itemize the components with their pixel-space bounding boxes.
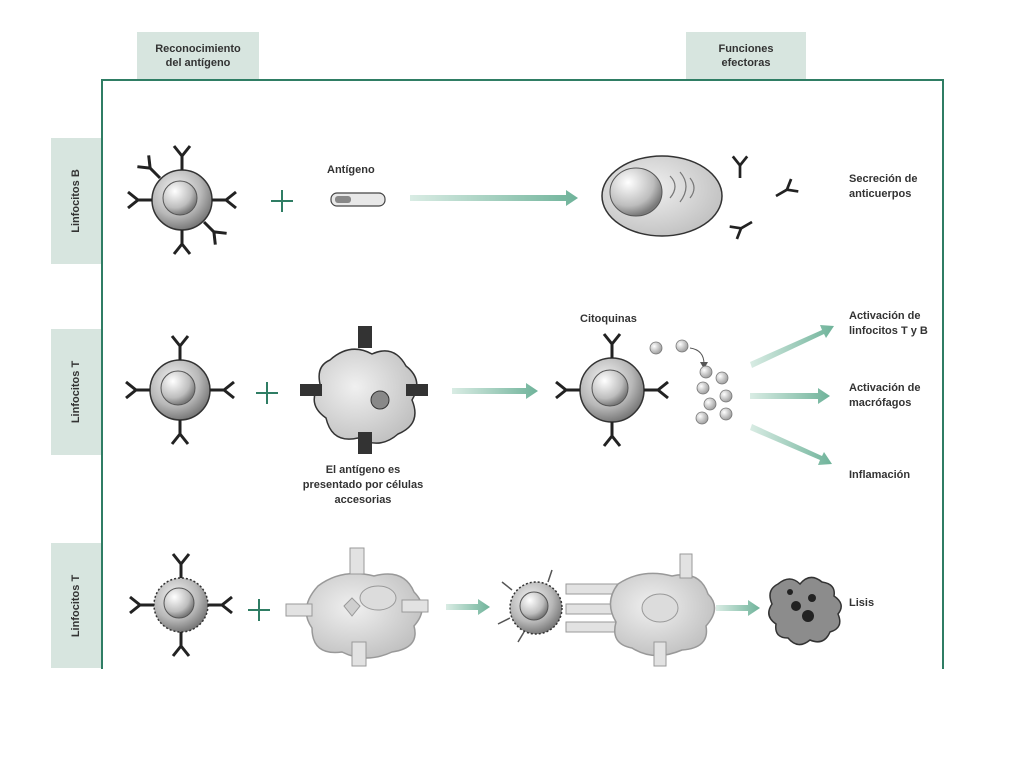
t-cell-row3 bbox=[128, 552, 234, 658]
antigen-icon bbox=[330, 192, 386, 207]
diagram-frame bbox=[101, 79, 944, 669]
t-cell-row2 bbox=[124, 334, 236, 446]
t-cell-activated bbox=[554, 332, 670, 448]
arrow-row2-mid bbox=[750, 388, 830, 404]
plus-sign-row3 bbox=[248, 599, 270, 621]
header-effector-functions: Funciones efectoras bbox=[686, 32, 806, 80]
label-inflammation: Inflamación bbox=[849, 469, 911, 481]
arrow-row2-up bbox=[750, 325, 834, 368]
label-antibody-secretion-line2: anticuerpos bbox=[849, 188, 912, 200]
label-antigen-presented-line3: accesorias bbox=[334, 494, 392, 506]
ctl-target-conjugate bbox=[497, 553, 716, 667]
accessory-cell bbox=[300, 326, 428, 454]
plus-sign-row1 bbox=[271, 190, 293, 212]
header-effector-functions-line1: Funciones bbox=[718, 43, 774, 55]
label-lymphocyte-activation: Activación de linfocitos T y B bbox=[849, 309, 928, 339]
label-antigen-presented: El antígeno es presentado por células ac… bbox=[278, 463, 448, 508]
b-cell bbox=[126, 144, 238, 256]
arrow-row3-1 bbox=[446, 599, 490, 615]
arrow-row2 bbox=[452, 383, 538, 399]
label-antibody-secretion-line1: Secreción de bbox=[849, 173, 918, 185]
row-label-t-lymphocytes-cytotoxic: Linfocitos T bbox=[51, 543, 101, 668]
plasma-cell bbox=[601, 155, 723, 237]
header-antigen-recognition: Reconocimiento del antígeno bbox=[137, 32, 259, 80]
label-macrophage-activation-line1: Activación de bbox=[849, 382, 921, 394]
arrow-row3-2 bbox=[716, 600, 760, 616]
plus-sign-row2 bbox=[256, 382, 278, 404]
secreted-antibodies bbox=[728, 155, 800, 241]
row-label-b-lymphocytes: Linfocitos B bbox=[51, 138, 101, 264]
label-antigen-presented-line1: El antígeno es bbox=[325, 464, 401, 476]
label-lymphocyte-activation-line1: Activación de bbox=[849, 310, 921, 322]
label-macrophage-activation: Activación de macrófagos bbox=[849, 381, 921, 411]
arrow-row1 bbox=[410, 190, 578, 206]
row-label-t-lymphocytes-helper: Linfocitos T bbox=[51, 329, 101, 455]
infected-cell bbox=[285, 547, 429, 667]
label-cytokines: Citoquinas bbox=[580, 313, 637, 325]
arrow-row2-down bbox=[750, 424, 832, 465]
header-antigen-recognition-line1: Reconocimiento bbox=[155, 43, 241, 55]
header-effector-functions-line2: efectoras bbox=[721, 57, 771, 69]
label-lymphocyte-activation-line2: linfocitos T y B bbox=[849, 325, 928, 337]
label-macrophage-activation-line2: macrófagos bbox=[849, 397, 912, 409]
label-lysis: Lisis bbox=[849, 597, 875, 609]
header-antigen-recognition-line2: del antígeno bbox=[165, 57, 231, 69]
label-antibody-secretion: Secreción de anticuerpos bbox=[849, 172, 917, 202]
cytokine-spheres bbox=[649, 339, 733, 425]
label-antigen-presented-line2: presentado por células bbox=[302, 479, 424, 491]
lysed-cell bbox=[768, 576, 842, 646]
label-antigen: Antígeno bbox=[327, 164, 375, 176]
